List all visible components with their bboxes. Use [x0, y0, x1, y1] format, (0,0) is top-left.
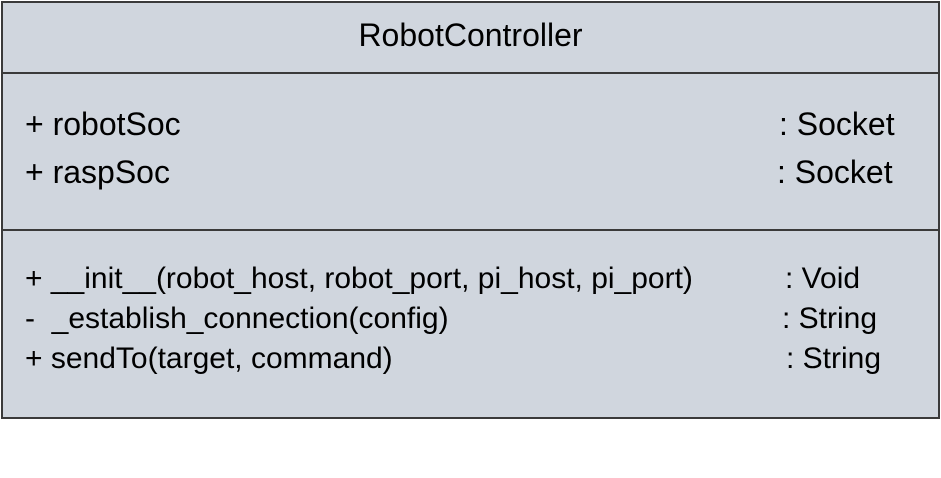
method-type: : Void — [785, 262, 861, 295]
attribute-signature: + robotSoc — [25, 106, 181, 142]
method-type: : String — [786, 342, 882, 375]
attributes-compartment: + robotSoc : Socket + raspSoc : Socket — [3, 74, 938, 231]
method-signature: - _establish_connection(config) — [25, 302, 449, 335]
attribute-row-robotSoc: + robotSoc : Socket — [25, 106, 938, 250]
method-row-init: + __init__(robot_host, robot_port, pi_ho… — [25, 262, 938, 398]
method-type: : String — [782, 302, 878, 335]
class-name-compartment: RobotController — [3, 3, 938, 74]
method-signature: + __init__(robot_host, robot_port, pi_ho… — [25, 262, 693, 295]
uml-class-box: RobotController + robotSoc : Socket + ra… — [1, 1, 940, 419]
method-signature: + sendTo(target, command) — [25, 342, 393, 375]
class-name: RobotController — [358, 17, 583, 53]
attribute-signature: + raspSoc — [25, 154, 170, 190]
method-row-establish-connection: - _establish_connection(config) : String — [25, 302, 938, 438]
attribute-type: : Socket — [779, 106, 895, 142]
method-row-sendTo: + sendTo(target, command) : String — [25, 342, 938, 478]
attribute-type: : Socket — [777, 154, 893, 190]
attribute-row-raspSoc: + raspSoc : Socket — [25, 154, 938, 298]
